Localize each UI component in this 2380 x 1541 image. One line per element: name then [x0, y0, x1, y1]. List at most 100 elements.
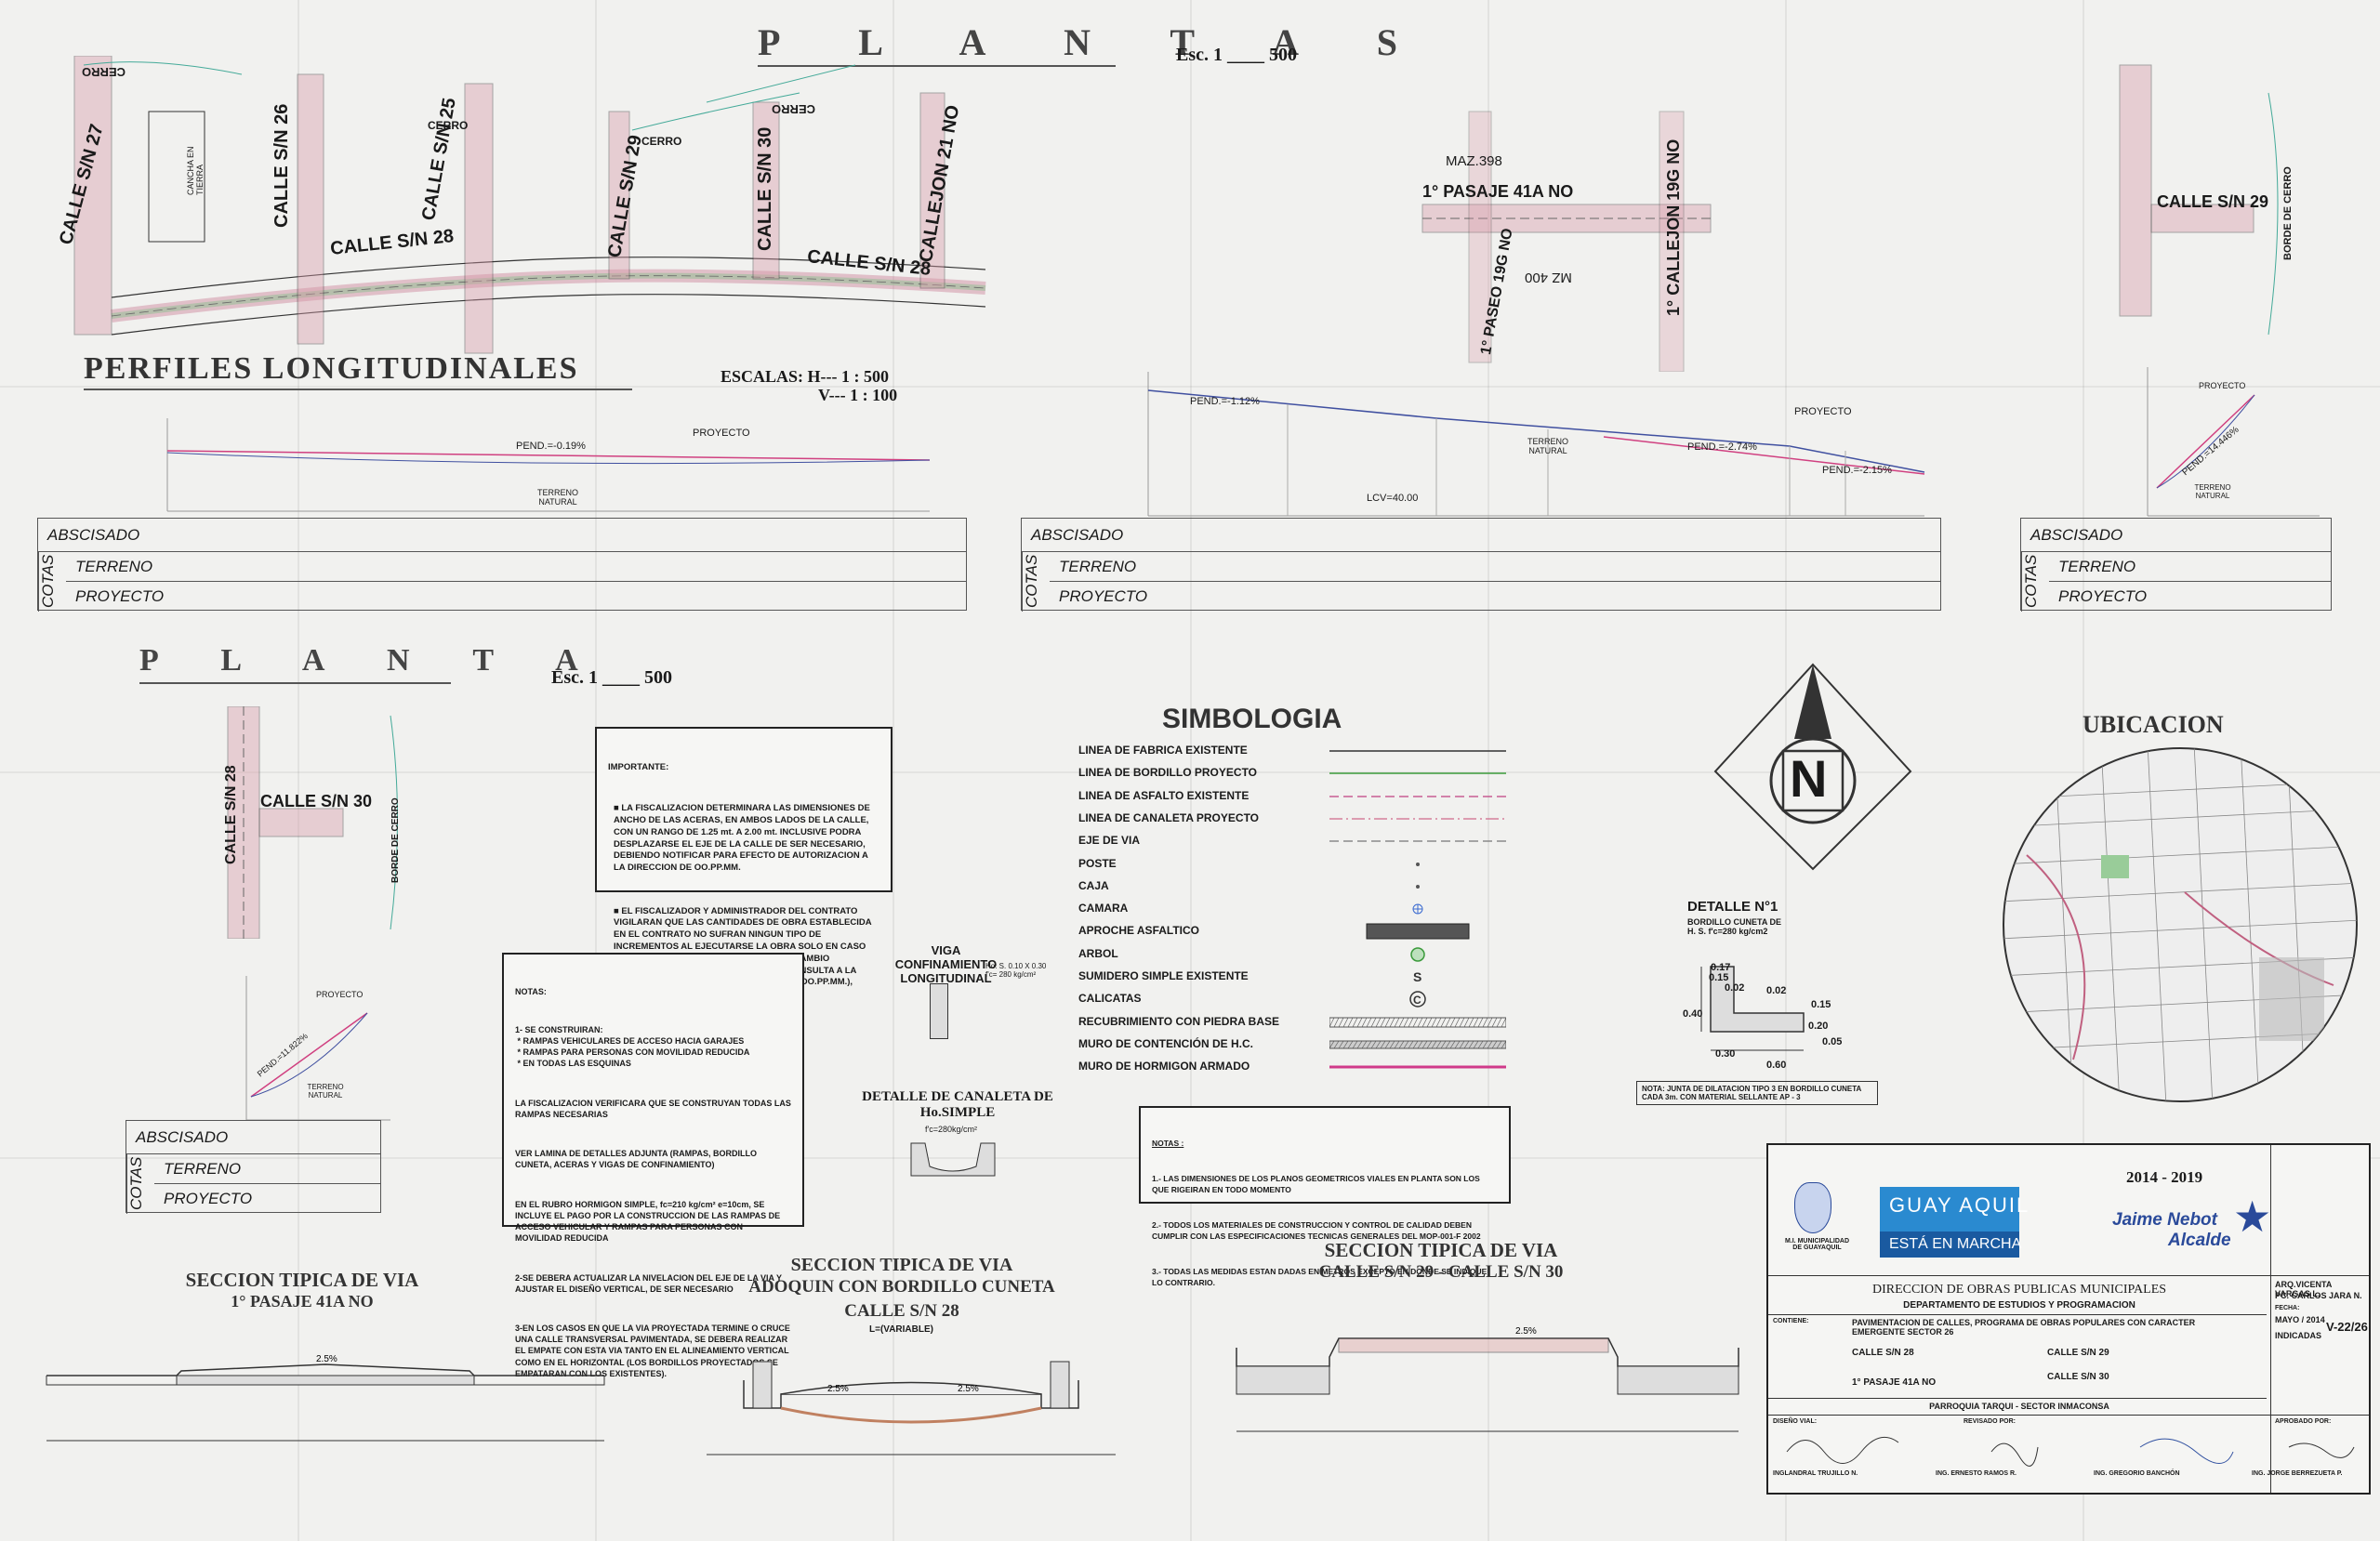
notas-left-p2: LA FISCALIZACION VERIFICARA QUE SE CONST… — [515, 1098, 794, 1119]
tb-arq: ARQ.VICENTA VARGAS L. — [2275, 1280, 2333, 1298]
brand-box-2 — [1880, 1231, 2019, 1258]
label-pasaje-41a: 1° PASAJE 41A NO — [1422, 182, 1574, 201]
legend-label-2: LINEA DE ASFALTO EXISTENTE — [1078, 788, 1250, 802]
north-letter: N — [1790, 749, 1828, 808]
svg-text:C: C — [1413, 994, 1421, 1007]
notas-mid-box: NOTAS : 1.- LAS DIMENSIONES DE LOS PLANO… — [1139, 1106, 1511, 1287]
section-2-var: L=(VARIABLE) — [869, 1324, 933, 1335]
tb-revisado: REVISADO POR: — [1964, 1418, 2016, 1425]
detalle1-dim-030: 0.30 — [1715, 1048, 1736, 1060]
section-1-sub: 1° PASAJE 41A NO — [231, 1292, 374, 1311]
section-2-pct-r: 2.5% — [958, 1384, 979, 1394]
section-3-title: SECCION TIPICA DE VIA — [1324, 1239, 1558, 1261]
tb-ing-2: ING. ERNESTO RAMOS R. — [1936, 1470, 2016, 1477]
label-mz-400: MZ 400 — [1525, 270, 1572, 285]
legend-symbol-13 — [1329, 1040, 1506, 1049]
tb-contiene: CONTIENE: — [1773, 1318, 1809, 1324]
section-2-title: SECCION TIPICA DE VIA — [790, 1255, 1013, 1275]
legend-label-4: EJE DE VIA — [1078, 834, 1141, 848]
tb-direccion: DIRECCION DE OBRAS PUBLICAS MUNICIPALES — [1871, 1283, 2167, 1297]
profile-4-proyecto: PROYECTO — [316, 990, 364, 999]
detalle1-sub: BORDILLO CUNETA DE H. S. f'c=280 kg/cm2 — [1687, 917, 1781, 936]
detalle1-title: DETALLE N°1 — [1687, 899, 1778, 915]
detalle1-dim-015: 0.15 — [1709, 972, 1729, 983]
profile-1-cotas: COTAS — [38, 551, 66, 612]
notas-mid-p1: 1.- LAS DIMENSIONES DE LOS PLANOS GEOMET… — [1152, 1174, 1483, 1194]
profile-3-graph — [2147, 367, 2320, 517]
north-arrow — [1713, 663, 1912, 871]
label-cerro-1: CERRO — [82, 65, 126, 79]
ubicacion-title: UBICACION — [2082, 711, 2224, 738]
tb-ing-4: ING. JORGE BERREZUETA P. — [2252, 1470, 2343, 1477]
profile-2-graph — [1147, 372, 1925, 517]
profile-4-terreno: TERRENO NATURAL — [307, 1083, 344, 1100]
profile-2-pend-2: PEND.=-2.74% — [1687, 441, 1757, 453]
legend-symbol-14 — [1329, 1065, 1506, 1069]
tb-lamina: V-22/26 — [2326, 1320, 2368, 1334]
detalle1-dim-060: 0.60 — [1766, 1060, 1787, 1071]
profile-2-proyecto: PROYECTO — [1794, 406, 1852, 417]
planta-calle-sn-28: CALLE S/N 28 — [223, 765, 239, 864]
perfiles-scale-v: V--- 1 : 100 — [818, 386, 898, 404]
tb-mayor-1: Jaime Nebot — [2112, 1210, 2217, 1230]
signatures — [1786, 1436, 2355, 1467]
legend-label-0: LINEA DE FABRICA EXISTENTE — [1078, 744, 1248, 757]
tb-ing-3: ING. GREGORIO BANCHÓN — [2094, 1470, 2180, 1477]
notas-left-p6: 3-EN LOS CASOS EN QUE LA VIA PROYECTADA … — [515, 1324, 793, 1378]
planta-calle-sn-30: CALLE S/N 30 — [260, 792, 373, 810]
importante-p1: ■ LA FISCALIZACION DETERMINARA LAS DIMEN… — [614, 803, 873, 874]
section-3-sub: CALLE S/N 29 - CALLE S/N 30 — [1318, 1262, 1564, 1282]
profile-2-table: COTAS ABSCISADO TERRENO PROYECTO — [1021, 518, 1941, 612]
section-2-drawing: 2.5% 2.5% — [707, 1361, 1116, 1455]
profile-2-proyecto-row: PROYECTO — [1059, 587, 1148, 605]
detalle1-dim-017: 0.17 — [1711, 962, 1731, 973]
svg-text:S: S — [1413, 969, 1421, 984]
tb-muni: M.I. MUNICIPALIDAD DE GUAYAQUIL — [1784, 1238, 1850, 1251]
legend-symbol-4 — [1329, 840, 1506, 842]
legend-label-8: APROCHE ASFALTICO — [1078, 924, 1200, 938]
label-callejon-19g: 1° CALLEJON 19G NO — [1664, 138, 1683, 316]
profile-3-proyecto-row: PROYECTO — [2058, 587, 2148, 605]
section-2-sub2: CALLE S/N 28 — [844, 1301, 959, 1321]
notas-mid-title: NOTAS : — [1152, 1138, 1184, 1148]
plantas-scale: Esc. 1 ____ 500 — [1176, 45, 1297, 65]
plantas-title: P L A N T A S — [758, 21, 1434, 63]
profile-2-cotas: COTAS — [1022, 551, 1050, 612]
planta-title: P L A N T A — [139, 643, 606, 678]
plan-top — [73, 56, 2279, 372]
detalle1-drawing — [1700, 966, 1805, 1051]
legend-symbol-10: S — [1413, 969, 1421, 984]
detalle1-dim-002b: 0.02 — [1766, 985, 1787, 996]
canaleta-sub: f'c=280kg/cm² — [925, 1125, 977, 1134]
profile-1-table: COTAS ABSCISADO TERRENO PROYECTO — [37, 518, 967, 612]
section-3-drawing: 2.5% — [1236, 1326, 1739, 1432]
legend-label-5: POSTE — [1078, 856, 1117, 870]
detalle1-dim-015b: 0.15 — [1811, 999, 1831, 1010]
plantas-underline — [758, 65, 1116, 67]
profile-2-pend-3: PEND.=-2.15% — [1822, 465, 1892, 476]
tb-brand-1: GUAY AQUIL — [1889, 1193, 2030, 1217]
legend-label-14: MURO DE HORMIGON ARMADO — [1078, 1060, 1250, 1073]
notas-left-title: NOTAS: — [515, 987, 547, 997]
tb-brand-2: ESTÁ EN MARCHA — [1889, 1236, 2022, 1252]
tb-mayor-2: Alcalde — [2168, 1231, 2231, 1250]
legend-symbol-1 — [1329, 772, 1506, 775]
canaleta-title: DETALLE DE CANALETA DE Ho.SIMPLE — [862, 1089, 1053, 1120]
profile-2-lcv: LCV=40.00 — [1367, 493, 1419, 504]
profile-1-terreno-row: TERRENO — [75, 558, 153, 575]
planta-plan — [227, 706, 398, 939]
tb-escala: INDICADAS — [2275, 1331, 2322, 1340]
tb-fecha-label: FECHA: — [2275, 1305, 2300, 1311]
ubicacion-map — [2003, 747, 2358, 1102]
profile-2-abscisado: ABSCISADO — [1031, 526, 1124, 544]
tb-pc: PC. CARLOS JARA N. — [2275, 1291, 2362, 1300]
perfiles-underline — [84, 389, 632, 390]
tb-fecha: MAYO / 2014 — [2275, 1315, 2325, 1324]
legend-symbol-7 — [1412, 903, 1423, 915]
section-1-drawing: 2.5% — [46, 1354, 605, 1442]
section-2-pct-l: 2.5% — [827, 1384, 849, 1394]
label-calle-sn-30: CALLE S/N 30 — [755, 126, 775, 251]
notas-left-p3: VER LAMINA DE DETALLES ADJUNTA (RAMPAS, … — [515, 1149, 760, 1170]
simbologia-title: SIMBOLOGIA — [1162, 704, 1342, 734]
star-icon: ★ — [2233, 1192, 2272, 1241]
